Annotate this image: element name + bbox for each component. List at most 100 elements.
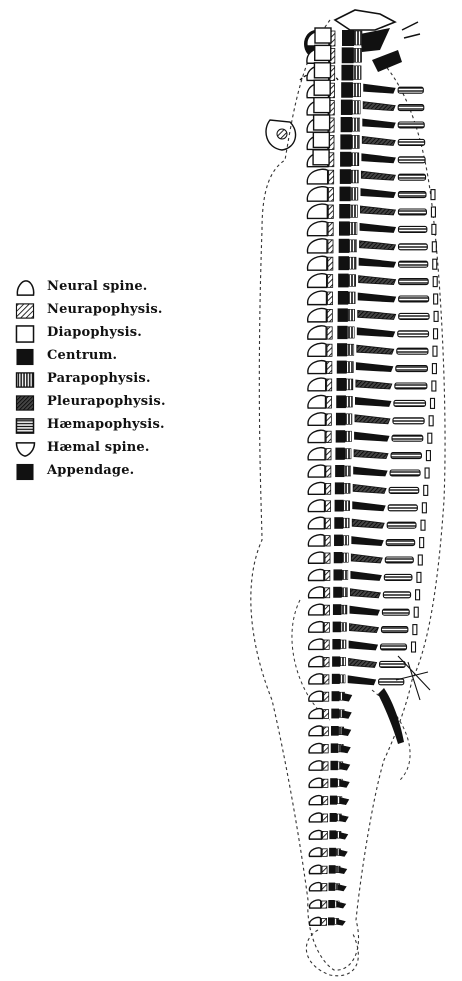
diapophysis bbox=[314, 115, 330, 130]
haemapophysis bbox=[398, 209, 426, 215]
centrum bbox=[332, 674, 340, 684]
pleurapophysis bbox=[356, 380, 392, 389]
haemal-spine bbox=[416, 590, 420, 600]
appendage-icon bbox=[14, 463, 36, 481]
centrum bbox=[332, 639, 340, 649]
neurapophysis bbox=[327, 379, 332, 391]
legend-item: Parapophysis. bbox=[10, 368, 240, 391]
haemal-spine bbox=[433, 277, 437, 287]
neurapophysis bbox=[325, 570, 330, 580]
diapophysis bbox=[314, 63, 330, 78]
haemal-spine bbox=[434, 311, 438, 321]
neural-spine bbox=[308, 535, 324, 546]
neural-spine bbox=[308, 343, 326, 356]
neural-spine bbox=[309, 778, 322, 787]
centrum bbox=[339, 221, 350, 235]
pleurapophysis bbox=[356, 363, 393, 372]
centrum bbox=[338, 274, 348, 288]
neural-spine bbox=[308, 256, 327, 270]
centrum bbox=[328, 917, 334, 925]
neural-spine bbox=[308, 274, 327, 288]
haemal-spine bbox=[339, 832, 347, 839]
centrum bbox=[331, 726, 339, 736]
parapophysis bbox=[343, 536, 349, 545]
parapophysis bbox=[350, 222, 357, 234]
haemal-spine bbox=[338, 902, 346, 908]
centrum bbox=[335, 500, 344, 512]
neural-spine bbox=[309, 726, 322, 736]
parapophysis bbox=[342, 570, 348, 579]
centrum bbox=[335, 465, 344, 477]
pleurapophysis bbox=[351, 571, 382, 580]
parapophysis bbox=[351, 188, 358, 201]
pleurapophysis bbox=[354, 450, 388, 459]
parapophysis bbox=[346, 414, 352, 425]
centrum bbox=[332, 691, 340, 701]
neurapophysis bbox=[322, 849, 327, 857]
haemapophysis bbox=[383, 592, 410, 598]
haemal-spine bbox=[426, 451, 430, 461]
parapophysis bbox=[347, 362, 354, 373]
centrum bbox=[338, 256, 349, 270]
legend-item: Diapophysis. bbox=[10, 322, 240, 345]
pleurapophysis bbox=[362, 154, 396, 163]
neurapophysis bbox=[324, 710, 329, 719]
haemapophysis-icon bbox=[14, 417, 36, 435]
neurapophysis bbox=[327, 362, 332, 374]
pleurapophysis bbox=[363, 102, 395, 111]
parapophysis bbox=[349, 240, 356, 252]
neural-spine bbox=[308, 361, 326, 374]
pleurapophysis bbox=[357, 345, 394, 354]
centrum bbox=[339, 204, 350, 218]
legend: Neural spine. Neurapophysis. bbox=[10, 276, 240, 483]
neural-spine bbox=[309, 796, 322, 805]
centrum bbox=[335, 482, 344, 494]
pleurapophysis bbox=[363, 119, 396, 128]
neural-spine bbox=[309, 883, 321, 891]
neurapophysis bbox=[326, 466, 331, 477]
haemapophysis bbox=[379, 679, 404, 685]
pleurapophysis bbox=[351, 554, 382, 563]
pleurapophysis bbox=[354, 467, 388, 476]
neurapophysis bbox=[327, 309, 332, 321]
haemapophysis bbox=[393, 418, 424, 424]
legend-item: Neural spine. bbox=[10, 276, 240, 299]
parapophysis bbox=[354, 31, 362, 45]
haemapophysis bbox=[398, 157, 425, 163]
haemal-spine bbox=[434, 329, 438, 339]
centrum bbox=[337, 343, 347, 356]
haemal-spine bbox=[413, 625, 417, 635]
centrum bbox=[333, 587, 341, 598]
haemapophysis bbox=[394, 400, 426, 406]
centrum bbox=[336, 413, 346, 426]
neural-spine bbox=[309, 691, 323, 701]
neurapophysis bbox=[323, 762, 328, 770]
haemal-spine bbox=[433, 259, 437, 269]
diapophysis bbox=[313, 132, 329, 147]
haemal-spine bbox=[425, 468, 429, 478]
neural-spine bbox=[308, 430, 325, 442]
pleurapophysis bbox=[359, 258, 396, 267]
neurapophysis bbox=[323, 779, 328, 787]
neural-spine bbox=[309, 622, 324, 633]
centrum bbox=[340, 134, 351, 149]
neural-spine bbox=[309, 743, 322, 753]
haemal-spine bbox=[432, 224, 436, 234]
haemapophysis bbox=[399, 296, 429, 302]
neural-spine bbox=[308, 569, 323, 580]
haemapophysis bbox=[395, 383, 427, 389]
pleurapophysis bbox=[358, 310, 396, 319]
pleurapophysis bbox=[353, 502, 386, 511]
haemal-spine bbox=[341, 763, 350, 770]
haemal-spine bbox=[431, 398, 435, 408]
legend-label: Hæmal spine. bbox=[47, 437, 150, 459]
neural-spine bbox=[309, 709, 323, 719]
pleurapophysis bbox=[349, 624, 378, 633]
haemapophysis bbox=[382, 609, 409, 615]
neurapophysis bbox=[324, 657, 329, 666]
parapophysis bbox=[346, 379, 353, 390]
centrum bbox=[331, 743, 339, 753]
neural-spine bbox=[308, 448, 325, 460]
haemal-spine bbox=[420, 538, 424, 548]
neural-spine bbox=[308, 465, 325, 477]
